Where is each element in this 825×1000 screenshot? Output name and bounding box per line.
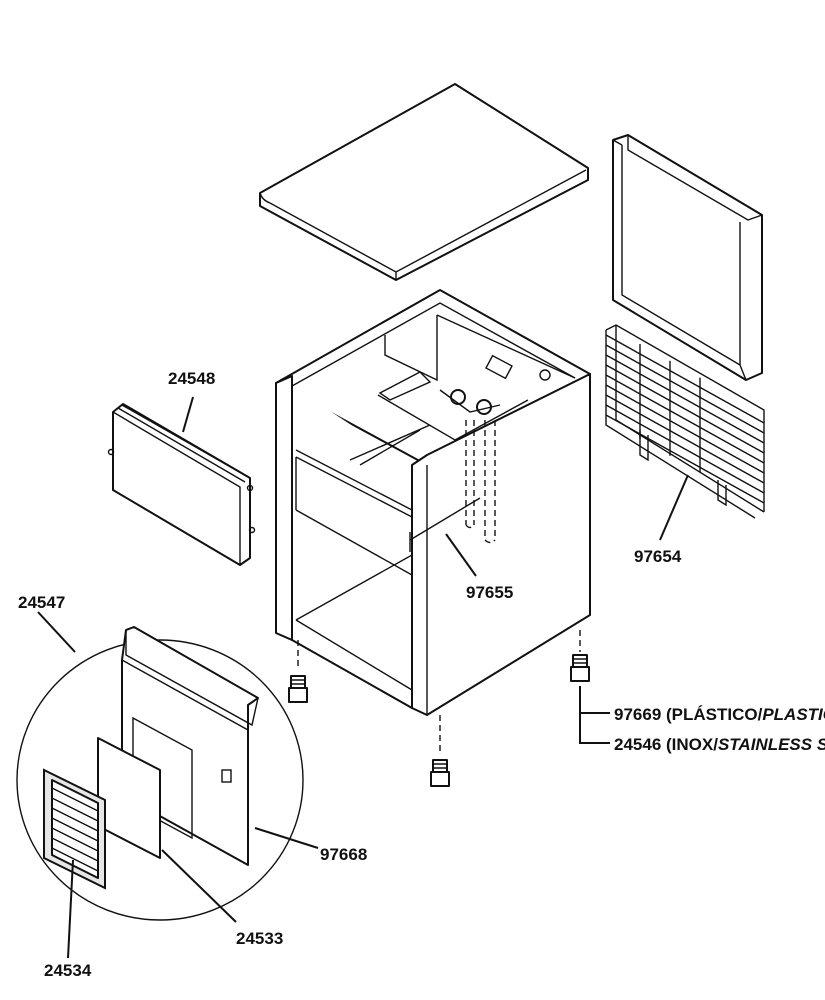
grid-bar <box>605 374 765 464</box>
louver-slat <box>51 837 99 862</box>
top-lid <box>259 83 589 281</box>
label-24547: 24547 <box>18 593 65 612</box>
louver-slat <box>51 827 99 852</box>
label-24546: 24546 (INOX/STAINLESS STEEL) <box>614 735 825 754</box>
label-97669: 97669 (PLÁSTICO/PLASTIC) <box>614 705 825 724</box>
grid-bar <box>605 394 765 484</box>
louver-slat <box>51 817 99 842</box>
louver-slat <box>51 797 99 822</box>
cabinet-body <box>275 289 591 755</box>
leader-lines <box>37 396 689 959</box>
louver-slat <box>51 807 99 832</box>
compressor-fittings <box>439 389 501 415</box>
label-97668: 97668 <box>320 845 367 864</box>
label-97655: 97655 <box>466 583 513 602</box>
grid-bar <box>605 384 765 474</box>
label-24534: 24534 <box>44 961 92 980</box>
part-labels: 24548 97654 97655 24547 97668 24533 2453… <box>18 369 825 980</box>
condenser-grid <box>605 324 765 519</box>
grid-bar <box>605 404 765 494</box>
back-panel <box>612 134 763 381</box>
louvered-grille <box>43 768 106 890</box>
grid-bar <box>605 334 765 424</box>
detail-circle <box>16 626 304 921</box>
grid-bar <box>605 344 765 434</box>
louver-slat <box>51 847 99 872</box>
grid-bar <box>605 364 765 454</box>
leg-right <box>570 654 590 682</box>
label-97654: 97654 <box>634 547 682 566</box>
label-24548: 24548 <box>168 369 215 388</box>
label-24533: 24533 <box>236 929 283 948</box>
leg-left <box>288 675 308 703</box>
louver-slat <box>51 787 99 812</box>
grid-bar <box>605 414 765 504</box>
leg-front <box>430 759 450 787</box>
grid-bar <box>605 354 765 444</box>
side-filter-panel <box>107 403 256 566</box>
